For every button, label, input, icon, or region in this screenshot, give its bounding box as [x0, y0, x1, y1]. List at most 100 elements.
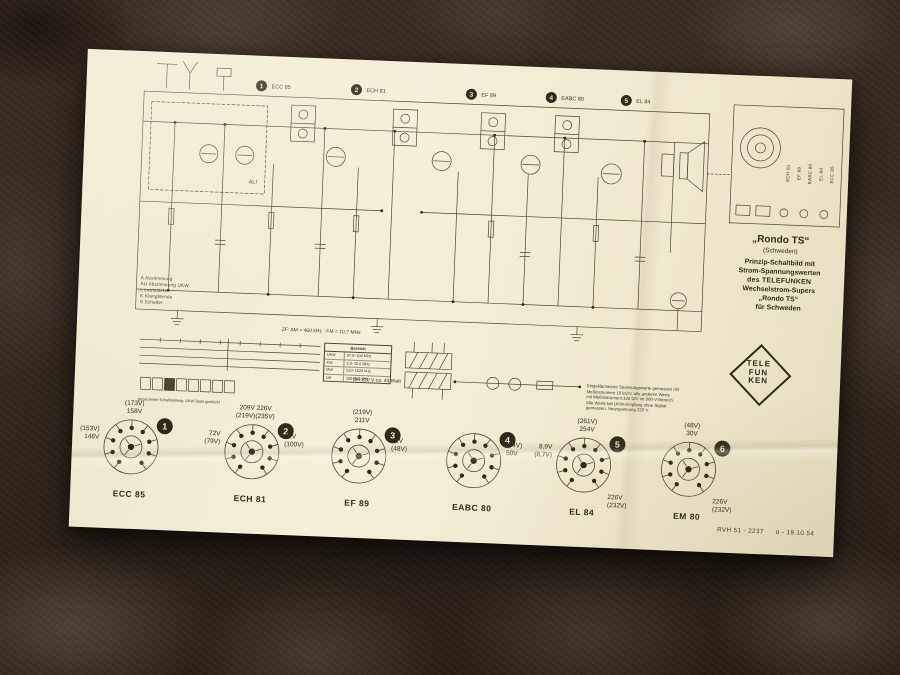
line — [362, 452, 369, 456]
dial-scale — [138, 337, 321, 372]
voltage-label: 158V — [127, 408, 143, 416]
tube-number-badge — [384, 427, 401, 444]
socket-pin — [453, 451, 459, 457]
voltage-label: 146V — [84, 433, 100, 441]
socket-pin — [374, 448, 380, 454]
tube-name-label: ECC 85 — [113, 488, 146, 499]
voltage-label: (232V) — [607, 502, 627, 510]
socket-pin — [231, 442, 237, 448]
socket-pin — [687, 448, 692, 453]
tube-number: 5 — [615, 440, 620, 450]
socket-pin — [140, 429, 145, 435]
socket-pin — [344, 468, 350, 474]
socket-pin — [472, 439, 477, 444]
telefunken-logo: TELE FUN KEN — [728, 343, 792, 407]
socket-pin — [591, 478, 597, 484]
socket-inner-ring — [462, 449, 486, 473]
schematic-sheet: ZF: AM = 460 kHz · FM = 10,7 MHz Bei 220… — [68, 48, 853, 558]
voltage-label: (48V) — [684, 422, 700, 430]
title-block: „Rondo TS“(Schweden)Prinzip-Schaltbild m… — [718, 232, 841, 315]
callout-number: 3 — [469, 92, 473, 99]
chassis-tube-label: EABC 80 — [807, 163, 813, 184]
callout-badge — [465, 88, 477, 100]
socket-pin — [704, 461, 710, 467]
band-name: LW — [323, 374, 345, 382]
socket-pin — [675, 451, 681, 456]
tube-callout: 4 EABC 80 — [545, 91, 584, 103]
socket-pin — [129, 425, 134, 431]
socket-pin — [582, 443, 587, 449]
tube-callout: 5 EL 84 — [620, 94, 650, 106]
document-date: o - 19.10.54 — [775, 528, 815, 538]
band-name: KW — [324, 359, 345, 367]
voltage-label: (79V) — [204, 438, 220, 446]
voltage-label: 30V — [686, 430, 699, 437]
socket-pin — [460, 442, 466, 448]
al-label: ALI — [249, 179, 258, 185]
voltage-label: (232V) — [712, 506, 732, 514]
socket-pin — [110, 449, 115, 455]
socket-pin — [483, 443, 488, 448]
band-name: UKW — [324, 351, 345, 359]
callout-label: EABC 80 — [561, 96, 584, 103]
callout-number: 4 — [549, 95, 553, 102]
socket-pin — [489, 465, 494, 470]
tube-number-badge — [277, 423, 294, 440]
line — [577, 467, 582, 474]
tube-number: 1 — [162, 421, 167, 431]
socket-pin — [563, 456, 568, 461]
voltage-label: 50V — [506, 450, 519, 457]
tube-number-badge — [609, 436, 626, 453]
voltage-label: 211V — [355, 417, 371, 425]
tube-number-badge — [156, 418, 173, 435]
callout-badge — [256, 80, 268, 92]
socket-pin — [563, 468, 568, 473]
socket-inner-ring — [240, 440, 264, 464]
socket-pin — [570, 447, 576, 452]
line — [477, 457, 484, 461]
measurement-notes: Eingeklammerte Spannungswerte gemessen m… — [586, 383, 709, 415]
socket-pin — [569, 477, 575, 483]
line — [692, 466, 699, 469]
socket-pin — [368, 438, 373, 444]
tube-number-badge — [499, 431, 516, 448]
callout-number: 5 — [624, 98, 628, 105]
socket-pin — [116, 459, 122, 465]
tube-name-label: ECH 81 — [233, 493, 266, 504]
voltage-label: (100V) — [284, 441, 304, 449]
tube-symbols — [199, 144, 687, 332]
socket-pin — [593, 447, 598, 453]
resistor-symbols — [168, 207, 600, 242]
voltage-label: (153V) — [80, 425, 100, 433]
socket-center — [248, 448, 256, 455]
tube-name-label: EABC 80 — [452, 502, 492, 514]
callout-label: ECC 85 — [271, 84, 290, 91]
socket-pin — [674, 481, 679, 487]
schematic-frame — [135, 90, 711, 333]
line — [682, 460, 687, 467]
socket-pin — [367, 469, 372, 475]
socket-inner-ring — [347, 444, 371, 468]
socket-pin — [338, 447, 344, 452]
line — [682, 472, 687, 478]
tube-number: 3 — [390, 430, 395, 440]
voltage-label: 254V — [579, 426, 595, 434]
socket-pin — [237, 464, 243, 469]
socket-pin — [267, 456, 272, 461]
logo-text: TELE FUN KEN — [728, 343, 788, 403]
callout-label: EF 89 — [481, 93, 496, 100]
rectifier-icon — [454, 377, 581, 391]
socket-inner-ring — [572, 453, 595, 477]
speaker-icon — [660, 140, 706, 193]
callout-label: EL 84 — [636, 99, 650, 106]
chassis-tube-label: ECH 81 — [785, 164, 791, 182]
schematic-line-art — [135, 61, 845, 400]
